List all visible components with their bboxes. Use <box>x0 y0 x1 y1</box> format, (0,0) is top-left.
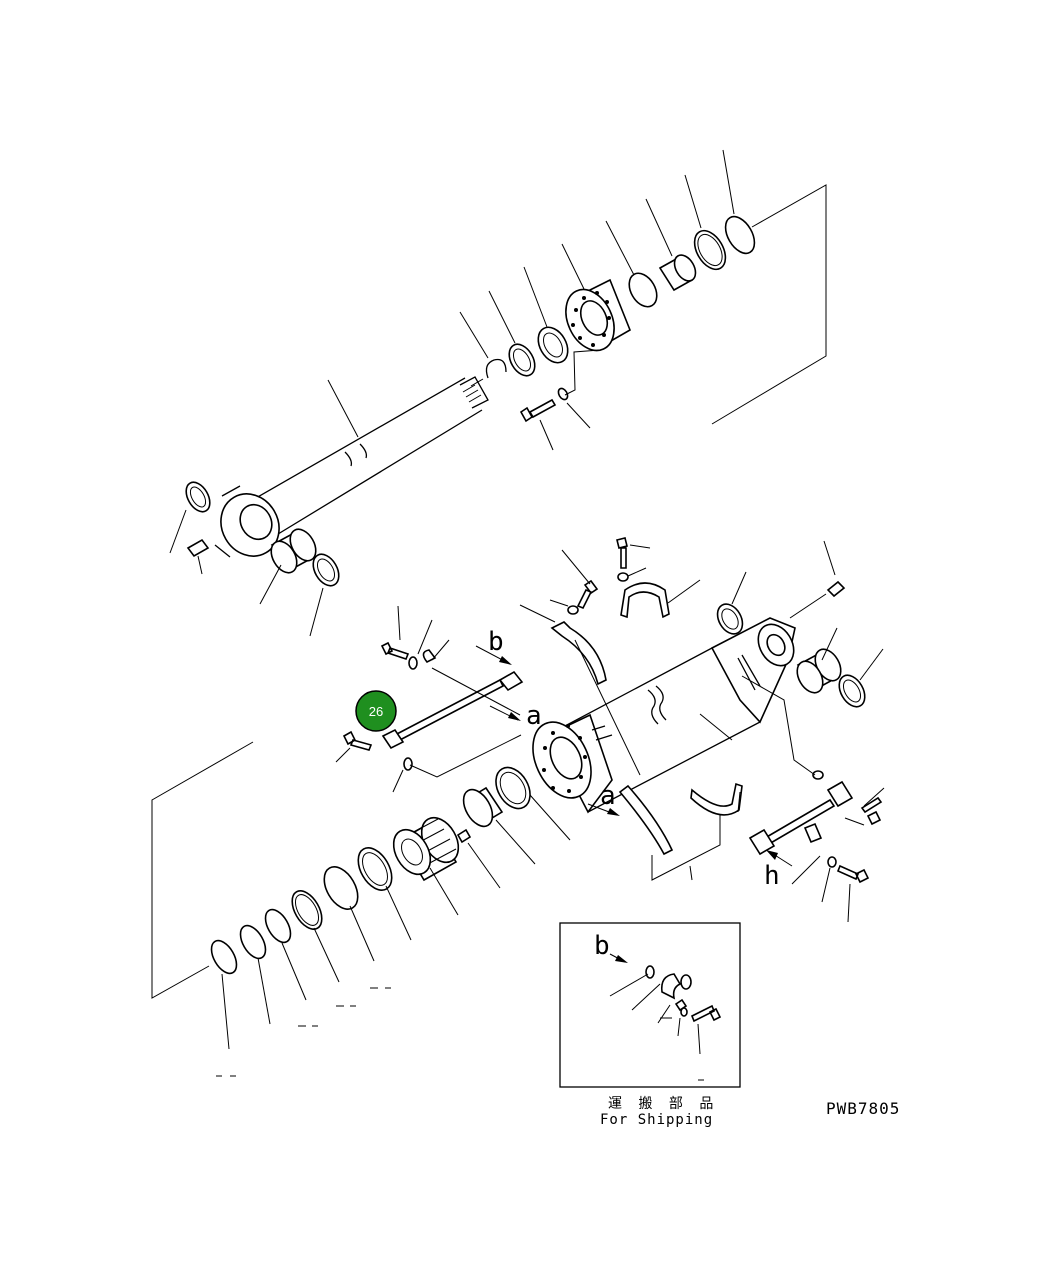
rod-dust-seal-left <box>185 481 211 513</box>
head-o-ring-large <box>724 215 756 255</box>
tube-grease-fitting <box>789 580 846 619</box>
piston-ring-1 <box>357 847 393 891</box>
clamp-bolt-1 <box>576 579 599 610</box>
tube-bushing <box>796 648 842 694</box>
shipping-inset-frame <box>559 922 741 1088</box>
lower-group-bracket <box>151 741 254 999</box>
pipe-left-connector <box>409 734 522 778</box>
pipe-right-washer <box>827 856 837 868</box>
callout-number[interactable]: 26 <box>369 704 383 719</box>
piston-seal-stack <box>462 766 531 828</box>
leader-tick-marks <box>216 987 391 1077</box>
upper-leader-lines <box>169 149 735 637</box>
piston-rod <box>214 376 489 558</box>
pipe-right-bolt-lower <box>836 864 870 884</box>
rod-seal-right <box>312 553 340 587</box>
pipe-right-o-ring <box>812 770 824 780</box>
head-bolt <box>519 398 557 423</box>
shipping-title-en: For Shipping <box>600 1112 713 1128</box>
clamp-bolt-2 <box>616 537 628 569</box>
pipe-o-ring-lower <box>403 757 413 771</box>
view-arrow-b-upper: b <box>475 627 512 665</box>
piston <box>392 816 460 882</box>
snap-ring <box>485 358 507 379</box>
cylinder-head <box>565 278 632 352</box>
clamp-washer-1 <box>567 605 579 615</box>
shipping-inset: b <box>559 922 741 1088</box>
drawing-code: PWB7805 <box>826 1099 900 1118</box>
shipping-leader-lines <box>609 973 701 1055</box>
callout-badge-circle[interactable] <box>355 690 397 732</box>
piston-ring-2 <box>323 866 359 910</box>
pipe-right-bolt-top <box>860 796 883 826</box>
view-label-a-upper: a <box>526 701 542 731</box>
pipe-right-connector <box>741 675 816 776</box>
shipping-leader-ticks <box>660 1017 704 1081</box>
tube-clamp-lower-right <box>690 782 743 816</box>
rod-eye-grease-fitting <box>186 538 210 558</box>
view-arrow-a-upper: a <box>489 701 542 731</box>
pipe-left <box>381 670 524 750</box>
pipe-washer-top <box>408 656 418 670</box>
head-washer <box>557 387 569 401</box>
shipping-ring <box>680 974 692 990</box>
shipping-o-ring <box>645 965 655 979</box>
view-arrow-b-lower: h <box>764 850 793 891</box>
pipe-bolt-lower <box>342 730 373 751</box>
rod-packing <box>537 326 569 364</box>
tube-clamp-lower <box>618 784 674 856</box>
dust-seal <box>508 343 536 377</box>
view-label-b-upper: b <box>488 627 504 657</box>
lower-leader-lines <box>221 540 885 1050</box>
shipping-washer <box>680 1007 688 1017</box>
pipe-clamp-left <box>422 649 521 716</box>
upper-group-bracket <box>711 184 827 425</box>
piston-ring-3 <box>291 890 323 930</box>
callout-badge[interactable]: 26 <box>355 690 397 732</box>
cylinder-bottom-flange <box>532 713 613 814</box>
tube-seal-right <box>838 674 866 708</box>
view-label-a-lower: a <box>600 781 616 811</box>
shipping-title-jp: 運 搬 部 品 <box>608 1096 719 1112</box>
shipping-clip <box>660 973 682 1000</box>
pipe-right <box>748 780 854 856</box>
rod-bushing <box>270 528 317 574</box>
tube-dust-seal <box>716 603 744 635</box>
tube-clamp-b <box>620 582 670 619</box>
set-screw <box>456 828 472 844</box>
piston-ring-6 <box>210 939 238 975</box>
cylinder-tube <box>547 617 796 813</box>
shipping-arrow-label: b <box>594 931 610 961</box>
backup-ring <box>693 229 727 271</box>
piston-ring-4 <box>264 908 292 944</box>
view-arrow-a-lower: a <box>587 781 620 816</box>
clamp-washer-2 <box>617 572 629 582</box>
piston-ring-5 <box>239 924 267 960</box>
view-label-b-lower: h <box>764 861 780 891</box>
head-o-ring <box>628 272 658 308</box>
head-bushing <box>658 254 697 292</box>
shipping-bolt <box>690 1004 722 1023</box>
pipe-bolt-top <box>380 641 410 660</box>
tube-clamp-a <box>550 621 641 776</box>
